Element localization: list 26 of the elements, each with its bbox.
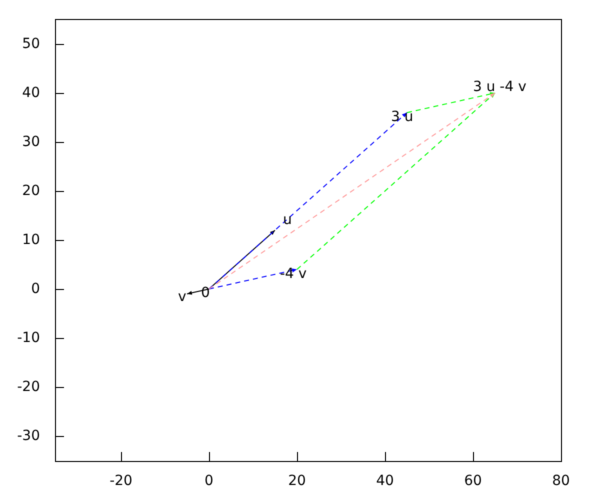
tick-label: -10 xyxy=(17,330,40,346)
tick-label: 20 xyxy=(288,473,306,489)
vector-arrow xyxy=(208,268,298,290)
tick-label: 20 xyxy=(22,183,40,199)
tick-label: 50 xyxy=(22,36,40,52)
tick-label: 80 xyxy=(552,473,570,489)
tick-label: 0 xyxy=(31,281,40,297)
tick-label: -30 xyxy=(17,428,40,444)
tick-label: 40 xyxy=(22,85,40,101)
vector-arrow xyxy=(208,92,496,290)
vector-label: 3 u xyxy=(391,109,414,125)
vector-arrow xyxy=(296,92,496,270)
vector-arrow xyxy=(186,288,210,295)
vector-label: v xyxy=(178,289,186,305)
vector-label: u xyxy=(283,212,292,228)
tick-label: 10 xyxy=(22,232,40,248)
vector-label: 3 u -4 v xyxy=(473,79,526,95)
tick-label: 30 xyxy=(22,134,40,150)
vector-arrow xyxy=(406,92,496,114)
tick-label: -20 xyxy=(17,379,40,395)
vector-arrow xyxy=(208,112,408,290)
tick-label: 0 xyxy=(204,473,214,489)
tick-label: 60 xyxy=(464,473,482,489)
tick-label: -20 xyxy=(110,473,132,489)
tick-label: 40 xyxy=(376,473,394,489)
vector-label: -4 v xyxy=(280,266,307,282)
